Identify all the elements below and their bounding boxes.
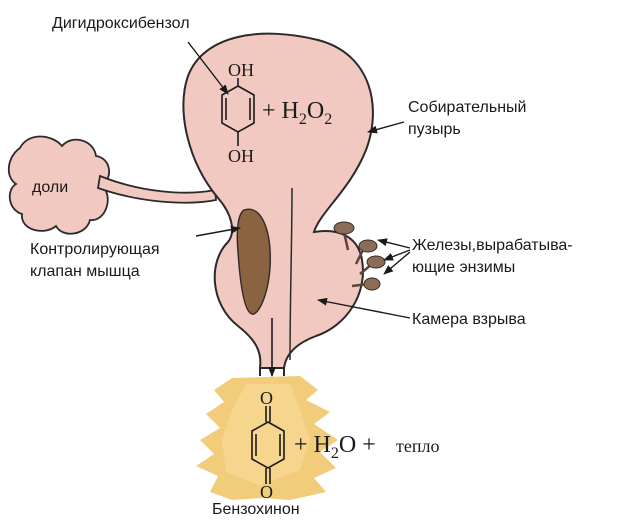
benzoquinone-o-top: O xyxy=(260,388,273,408)
product-heat: тепло xyxy=(396,436,440,456)
pointer-gland-1 xyxy=(377,238,411,249)
pointer-collecting-bladder xyxy=(367,121,405,134)
pointer-gland-2 xyxy=(383,249,411,261)
h2o-o-plus: O + xyxy=(338,432,376,458)
lobes-shape xyxy=(7,135,110,235)
benzoquinone-ring xyxy=(251,406,285,484)
enzyme-glands xyxy=(333,221,386,291)
pointer-dihydroxybenzene xyxy=(187,41,229,95)
product-h2o: + H2O + xyxy=(294,432,376,462)
gland-body xyxy=(182,32,374,369)
h2o-sub: 2 xyxy=(330,445,339,462)
annotation-pointers xyxy=(187,41,411,319)
pointer-explosion-chamber xyxy=(317,297,411,319)
label-glands-line1: Железы,вырабатыва- xyxy=(412,237,573,254)
label-lobes: доли xyxy=(32,179,69,196)
label-dihydroxybenzene: Дигидроксибензол xyxy=(52,15,190,32)
reactant-h2o2: + H2O2 xyxy=(262,98,333,128)
internal-wall xyxy=(289,187,293,361)
label-collecting-bladder-line2: пузырь xyxy=(408,121,461,138)
valve-muscle xyxy=(236,208,271,315)
label-collecting-bladder-line1: Собирательный xyxy=(408,99,527,116)
outlet-nozzle xyxy=(259,368,285,376)
benzoquinone-o-bottom: O xyxy=(260,482,273,502)
label-valve-muscle-line2: клапан мышца xyxy=(30,263,140,280)
h2o2-sub-1: 2 xyxy=(298,111,307,128)
label-explosion-chamber: Камера взрыва xyxy=(412,311,526,328)
label-glands-line2: ющие энзимы xyxy=(412,259,516,276)
hydroquinone-ring xyxy=(221,78,255,146)
pointer-gland-3 xyxy=(383,251,411,275)
h2o-plus-h: + H xyxy=(294,432,331,458)
pointer-valve-muscle xyxy=(195,225,241,237)
h2o2-sub-2: 2 xyxy=(324,111,333,128)
label-benzoquinone: Бензохинон xyxy=(212,501,300,518)
hydroquinone-oh-top: OH xyxy=(228,60,254,80)
spray-cloud-inner xyxy=(222,384,310,486)
connecting-duct xyxy=(96,174,217,204)
label-valve-muscle-line1: Контролирующая xyxy=(30,241,160,258)
hydroquinone-oh-bottom: OH xyxy=(228,146,254,166)
h2o2-o: O xyxy=(306,98,325,124)
h2o2-plus-h: + H xyxy=(262,98,299,124)
